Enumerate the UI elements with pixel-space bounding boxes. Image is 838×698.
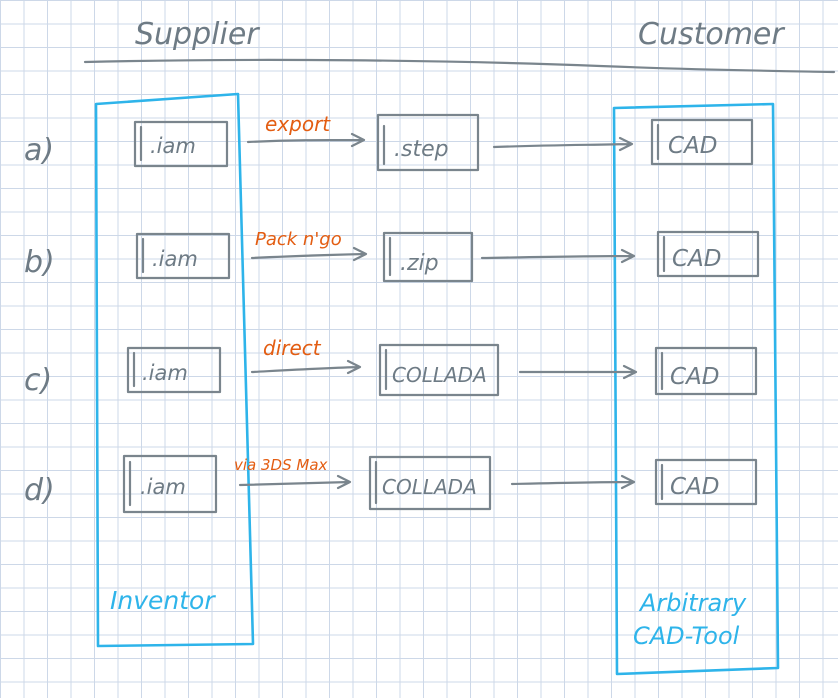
cad-box: [650, 118, 754, 166]
source-file-label: .iam: [142, 361, 188, 385]
direct-arrow: [250, 359, 362, 375]
target-file-box: [368, 455, 492, 511]
inventor-label: Inventor: [110, 586, 216, 615]
target-file-label: COLLADA: [382, 475, 477, 499]
transfer-arrow: [518, 364, 638, 380]
source-file-box: [122, 454, 218, 514]
cad-label: CAD: [672, 246, 722, 272]
source-file-box: [126, 346, 222, 394]
target-file-box: [376, 113, 480, 172]
method-label: Pack n'go: [255, 229, 342, 250]
source-file-box: [133, 120, 229, 168]
cad-label: CAD: [670, 474, 720, 500]
header-divider-line: [83, 58, 836, 74]
target-file-label: .step: [394, 137, 449, 162]
cad-label: CAD: [668, 133, 718, 159]
method-label: export: [265, 112, 331, 136]
source-file-label: .iam: [152, 247, 198, 271]
transfer-arrow: [510, 474, 636, 490]
cad-tool-container: [612, 102, 780, 676]
method-label: via 3DS Max: [234, 456, 328, 474]
header-supplier: Supplier: [135, 17, 260, 52]
cad-box: [654, 458, 758, 506]
cad-label: CAD: [670, 364, 720, 390]
header-customer: Customer: [638, 17, 785, 52]
target-file-label: COLLADA: [392, 363, 487, 387]
source-file-label: .iam: [140, 475, 186, 499]
export-arrow: [246, 132, 366, 148]
transfer-arrow: [480, 248, 636, 264]
cad-tool-label-line1: Arbitrary: [638, 589, 747, 617]
method-label: direct: [263, 336, 322, 360]
source-file-box: [135, 232, 231, 280]
row-d: d) .iam via 3DS Max COLLADA CAD: [24, 454, 758, 514]
target-file-label: .zip: [400, 251, 439, 276]
via-3ds-max-arrow: [238, 474, 352, 490]
cad-box: [654, 346, 758, 396]
row-c: c) .iam direct COLLADA CAD: [24, 336, 758, 398]
pack-n-go-arrow: [250, 246, 368, 262]
cad-tool-label-line2: CAD-Tool: [633, 622, 740, 650]
inventor-container: [94, 92, 255, 648]
row-a: a) .iam export .step CAD: [24, 112, 754, 172]
row-letter: b): [24, 245, 55, 280]
transfer-arrow: [492, 136, 634, 152]
cad-box: [656, 230, 760, 278]
source-file-label: .iam: [150, 134, 196, 158]
row-letter: d): [24, 473, 55, 508]
target-file-box: [382, 231, 474, 283]
row-letter: a): [24, 133, 54, 168]
row-b: b) .iam Pack n'go .zip CAD: [24, 229, 760, 283]
target-file-box: [378, 343, 500, 397]
row-letter: c): [24, 363, 52, 398]
